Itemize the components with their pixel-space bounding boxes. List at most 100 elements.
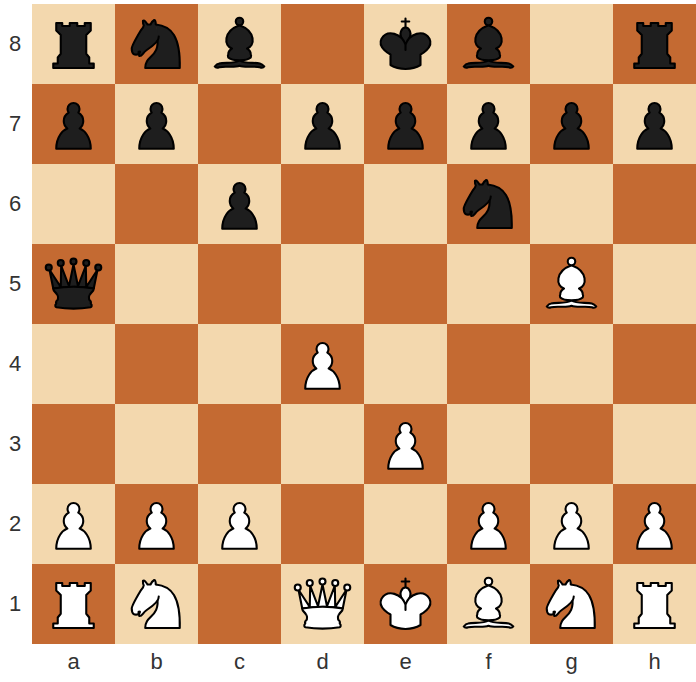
board-square — [198, 404, 281, 484]
white-piece — [388, 423, 423, 469]
board-square — [530, 404, 613, 484]
board-square — [32, 84, 115, 164]
board-square — [115, 564, 198, 644]
piece-outline — [547, 301, 597, 308]
board-square — [364, 84, 447, 164]
board-square — [198, 564, 281, 644]
file-label: g — [565, 651, 577, 673]
rank-label: 2 — [9, 513, 21, 535]
black-piece — [222, 183, 257, 229]
piece-outline — [634, 583, 675, 628]
black-piece — [53, 23, 94, 68]
piece-outline — [485, 18, 493, 26]
piece-outline — [634, 23, 675, 68]
board-square — [613, 484, 696, 564]
board-square — [613, 564, 696, 644]
black-piece — [215, 18, 265, 68]
black-piece — [471, 103, 506, 149]
piece-outline — [485, 578, 493, 586]
board-square — [364, 324, 447, 404]
piece-outline — [381, 593, 431, 629]
board-square — [198, 324, 281, 404]
piece-outline — [56, 103, 91, 149]
black-piece — [381, 19, 431, 69]
piece-outline — [332, 580, 338, 586]
board-square — [447, 244, 530, 324]
board-square — [281, 84, 364, 164]
piece-outline — [46, 265, 52, 271]
board-square — [530, 244, 613, 324]
board-square — [281, 4, 364, 84]
file-label: h — [648, 651, 660, 673]
piece-outline — [56, 503, 91, 549]
black-piece — [305, 103, 340, 149]
white-piece — [139, 503, 174, 549]
piece-outline — [388, 423, 423, 469]
board-square — [115, 404, 198, 484]
piece-outline — [132, 580, 159, 616]
board-square — [613, 324, 696, 404]
board-square — [364, 164, 447, 244]
rank-label: 7 — [9, 113, 21, 135]
black-piece — [132, 20, 180, 68]
board-square — [115, 4, 198, 84]
piece-outline — [464, 180, 491, 216]
board-square — [447, 324, 530, 404]
board-square — [281, 324, 364, 404]
board-square — [32, 404, 115, 484]
piece-outline — [320, 579, 326, 585]
board-square — [447, 84, 530, 164]
black-piece — [388, 103, 423, 149]
black-piece — [46, 259, 102, 309]
black-piece — [56, 103, 91, 149]
board-square — [613, 404, 696, 484]
board-square — [530, 564, 613, 644]
piece-outline — [215, 61, 265, 68]
board-square — [364, 4, 447, 84]
black-piece — [139, 103, 174, 149]
black-piece — [554, 103, 589, 149]
rank-label: 4 — [9, 353, 21, 375]
board-square — [530, 164, 613, 244]
board-square — [530, 84, 613, 164]
board-square — [115, 164, 198, 244]
white-piece — [547, 258, 597, 308]
board-square — [281, 164, 364, 244]
board-square — [32, 164, 115, 244]
piece-outline — [299, 585, 347, 609]
piece-outline — [402, 19, 410, 27]
board-square — [281, 244, 364, 324]
black-piece — [464, 180, 512, 228]
piece-outline — [464, 61, 514, 68]
piece-outline — [388, 103, 423, 149]
black-piece — [637, 103, 672, 149]
rank-label: 6 — [9, 193, 21, 215]
board-square — [364, 484, 447, 564]
piece-outline — [381, 33, 431, 69]
white-piece — [295, 579, 351, 629]
file-label: a — [67, 651, 79, 673]
rank-label: 8 — [9, 33, 21, 55]
white-piece — [132, 580, 180, 628]
board-square — [447, 4, 530, 84]
board-square — [447, 164, 530, 244]
board-square — [530, 484, 613, 564]
board-squares — [32, 4, 696, 644]
piece-outline — [307, 580, 313, 586]
piece-outline — [222, 503, 257, 549]
file-label: e — [399, 651, 411, 673]
piece-outline — [50, 265, 98, 289]
board-square — [613, 84, 696, 164]
board-square — [32, 244, 115, 324]
rank-label: 1 — [9, 593, 21, 615]
white-piece — [53, 583, 94, 628]
piece-outline — [344, 585, 350, 591]
board-square — [115, 244, 198, 324]
rank-label: 3 — [9, 433, 21, 455]
white-piece — [637, 503, 672, 549]
white-piece — [471, 503, 506, 549]
rank-label: 5 — [9, 273, 21, 295]
piece-outline — [471, 503, 506, 549]
board-square — [281, 404, 364, 484]
